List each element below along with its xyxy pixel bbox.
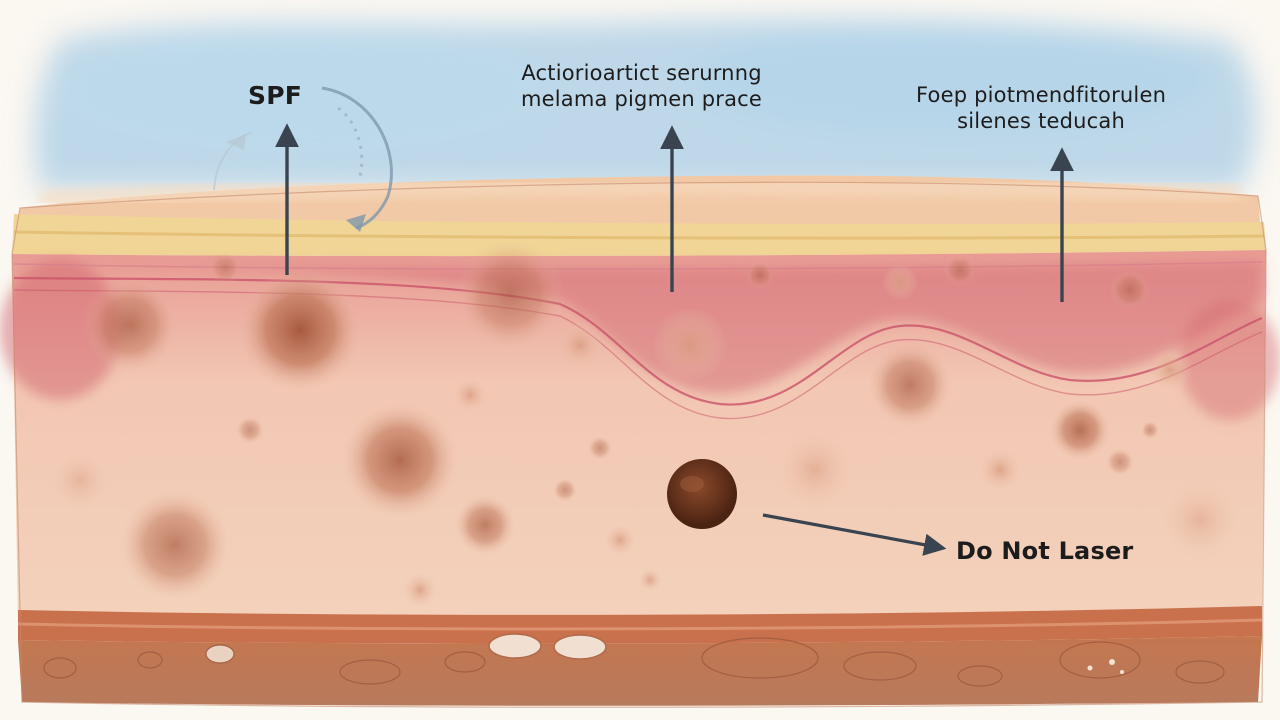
pigment-spots [50,240,1240,608]
sky-wash [35,18,1257,191]
subcutaneous-band [18,606,1262,644]
laser-pointer-arrow [762,513,947,556]
skin-block [0,175,1280,708]
epidermis-red-wash [0,260,1280,420]
right-label: Foep piotmendfitorulen silenes teducah [916,82,1166,135]
pigment-label: Actiorioartict serurnng melama pigmen pr… [521,60,762,113]
epidermal-junction [13,276,1263,406]
subcutaneous-layer [18,636,1262,706]
do-not-laser-label: Do Not Laser [956,537,1134,565]
mole [667,459,737,529]
block-outline [11,181,1267,708]
pigment-label-line-1: Actiorioartict serurnng [521,61,762,85]
spf-deflection-arrow [213,86,393,232]
spf-label: SPF [248,81,303,110]
stratum-corneum-band [12,214,1266,257]
fat-cells [43,633,1225,687]
right-label-line-1: Foep piotmendfitorulen [916,83,1167,107]
right-label-line-2: silenes teducah [957,109,1125,134]
pigment-label-line-2: melama pigmen prace [521,87,763,112]
